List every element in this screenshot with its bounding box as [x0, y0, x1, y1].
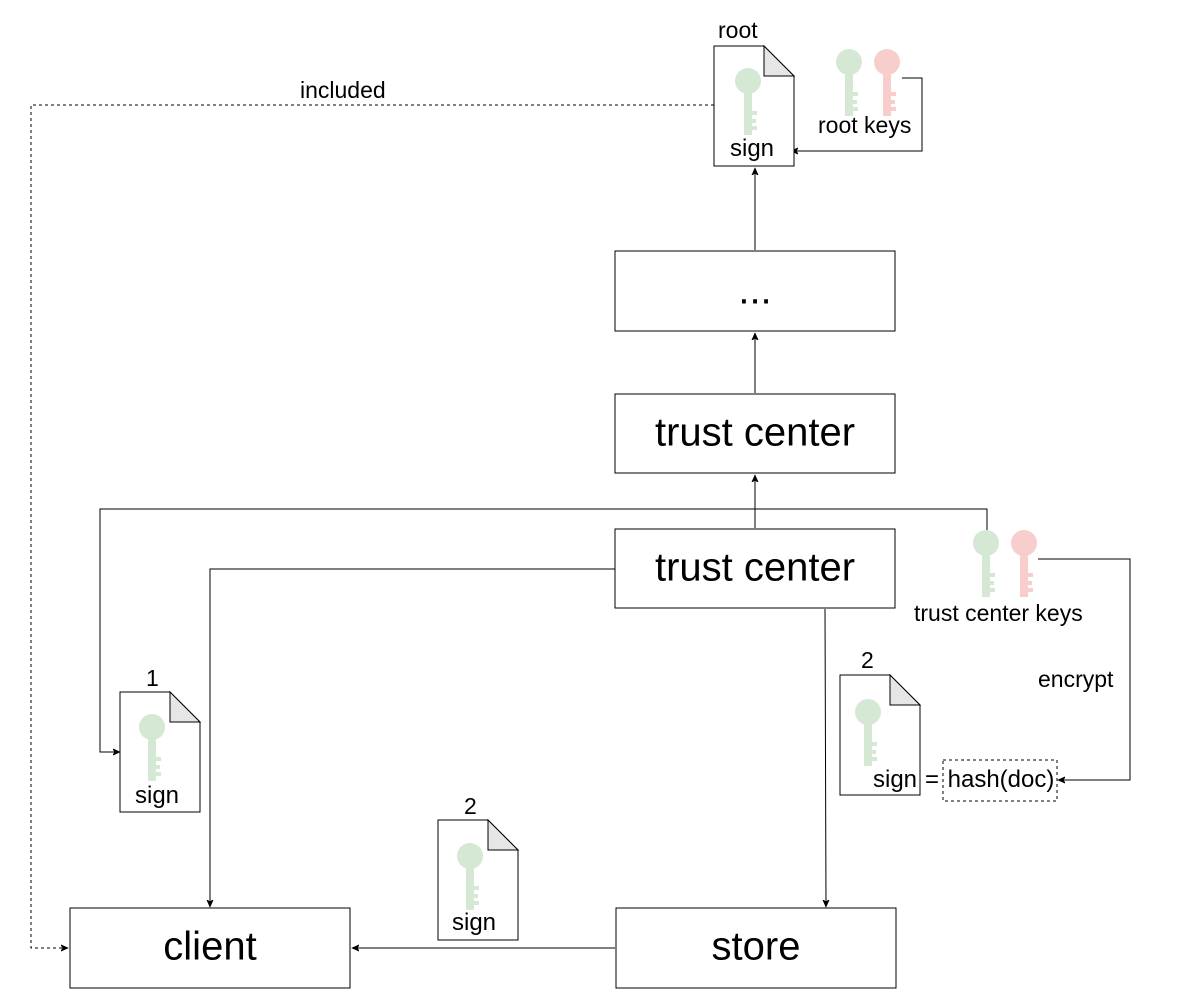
root-document-icon — [713, 44, 796, 167]
tc-private-key-icon — [1011, 530, 1037, 597]
client-box: client — [69, 907, 351, 989]
store-doc-document-icon — [437, 818, 520, 941]
edge-tc-keys-to-doc1 — [99, 508, 988, 752]
doc1-sign-label: sign — [135, 782, 179, 809]
trust-center-keys-label: trust center keys — [914, 600, 1083, 626]
edge-root-included-client — [30, 104, 714, 948]
equals-sign: = — [925, 766, 939, 793]
edge-tc-to-client — [210, 568, 615, 907]
hash-label: hash(doc) — [948, 766, 1055, 793]
included-label: included — [300, 77, 386, 103]
trust-center-upper-box: trust center — [614, 393, 896, 474]
hash-box: hash(doc) — [942, 759, 1058, 802]
chain-box-label: ... — [738, 269, 771, 313]
right-doc-sign-label: sign — [873, 766, 917, 793]
encrypt-label: encrypt — [1038, 666, 1114, 692]
client-label: client — [163, 925, 256, 969]
tc-public-key-icon — [973, 530, 999, 597]
right-doc-heading: 2 — [861, 647, 874, 673]
root-keys — [836, 49, 900, 116]
root-public-key-icon — [836, 49, 862, 116]
edge-root-keys-to-root — [791, 77, 923, 151]
store-doc-heading: 2 — [464, 793, 477, 819]
edge-tc-to-store — [825, 608, 826, 907]
doc1-document-icon — [119, 690, 202, 813]
doc1-heading: 1 — [146, 665, 159, 691]
trust-center-main-label: trust center — [655, 546, 855, 590]
root-private-key-icon — [874, 49, 900, 116]
trust-center-keys — [973, 530, 1037, 597]
chain-box: ... — [614, 250, 896, 332]
store-box: store — [615, 907, 897, 989]
root-keys-label: root keys — [818, 112, 911, 138]
store-label: store — [712, 925, 801, 969]
trust-center-upper-label: trust center — [655, 411, 855, 455]
right-doc-document-icon — [839, 673, 922, 796]
store-doc-sign-label: sign — [452, 909, 496, 936]
root-sign-label: sign — [730, 135, 774, 162]
root-heading: root — [718, 17, 758, 43]
trust-center-main-box: trust center — [614, 528, 896, 609]
edge-encrypt-to-hash — [1038, 558, 1131, 780]
